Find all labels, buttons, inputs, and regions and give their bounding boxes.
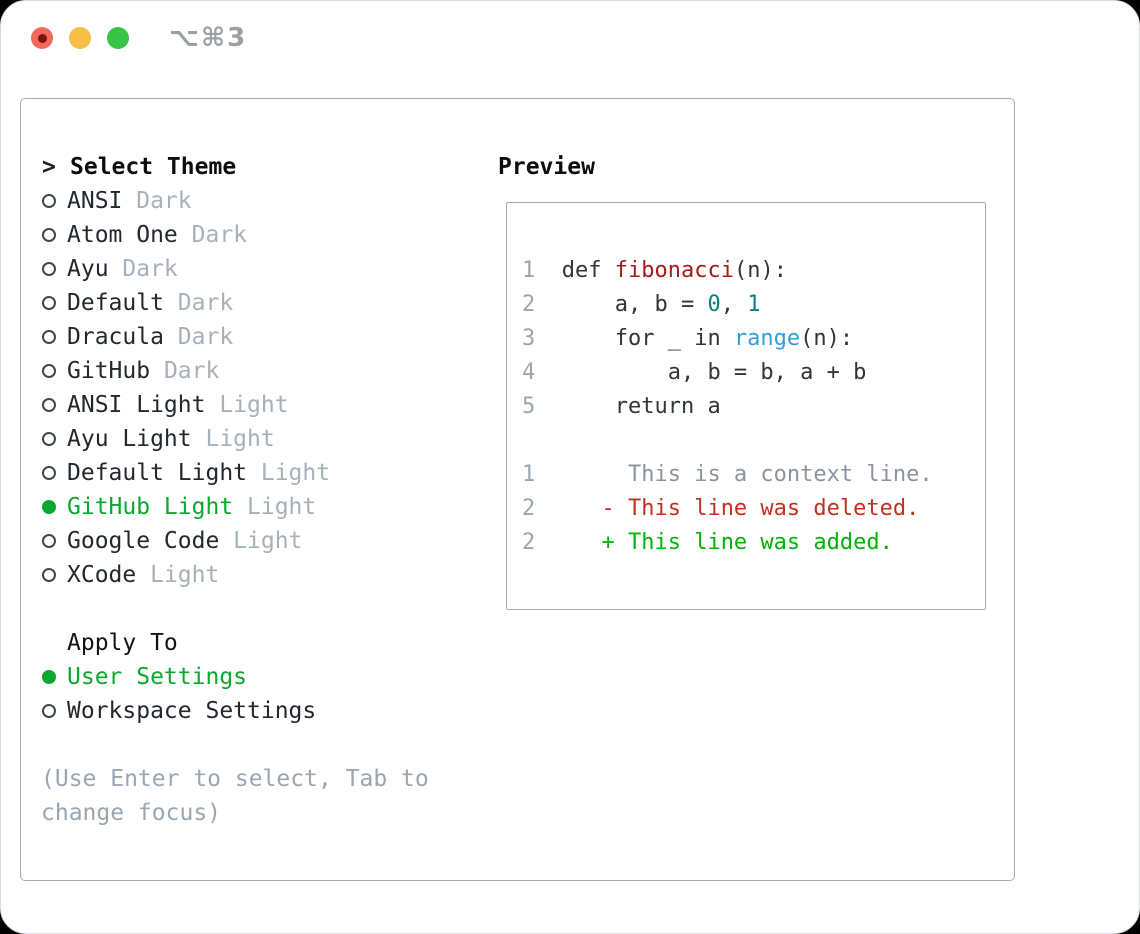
theme-variant: Light: [136, 562, 220, 588]
window-title: ⌥⌘3: [169, 23, 248, 53]
recording-dot-icon: [37, 33, 47, 43]
theme-variant: Light: [219, 528, 303, 554]
theme-variant: Dark: [122, 188, 192, 214]
radio-icon: [39, 364, 67, 378]
apply-option-label: User Settings: [67, 664, 248, 690]
radio-icon: [39, 262, 67, 276]
theme-name: ANSI Light: [67, 392, 206, 418]
radio-icon: [39, 534, 67, 548]
theme-variant: Dark: [163, 290, 234, 316]
theme-list-header: > Select Theme: [39, 150, 330, 184]
code-preview: 1 def fibonacci(n): 2 a, b = 0, 1 3 for _ …: [507, 203, 985, 560]
apply-option[interactable]: User Settings: [39, 660, 316, 694]
code-line: 1 This is a context line.: [522, 462, 933, 487]
theme-variant: Light: [233, 494, 317, 520]
theme-name: Default: [67, 290, 164, 316]
theme-name: Dracula: [67, 324, 164, 350]
apply-option[interactable]: Workspace Settings: [39, 694, 316, 728]
theme-name: GitHub: [67, 358, 151, 384]
theme-variant: Dark: [163, 324, 234, 350]
theme-name: XCode: [67, 562, 137, 588]
code-line: 5 return a: [522, 394, 721, 419]
code-line: [522, 424, 985, 458]
code-line: 3 for _ in range(n):: [522, 326, 854, 351]
close-button[interactable]: [31, 27, 53, 49]
theme-name: Atom One: [67, 222, 178, 248]
theme-option[interactable]: Ayu Light Light: [39, 422, 330, 456]
maximize-button[interactable]: [107, 27, 129, 49]
theme-list-title: Select Theme: [70, 154, 237, 180]
code-line: 1 def fibonacci(n):: [522, 258, 787, 283]
radio-icon: [39, 704, 67, 718]
code-line: 2 + This line was added.: [522, 530, 893, 555]
traffic-lights: [31, 27, 129, 49]
theme-option[interactable]: ANSI Dark: [39, 184, 330, 218]
theme-variant: Dark: [150, 358, 220, 384]
code-line: 4 a, b = b, a + b: [522, 360, 867, 385]
theme-name: ANSI: [67, 188, 123, 214]
radio-icon: [39, 228, 67, 242]
theme-name: GitHub Light: [67, 494, 234, 520]
apply-to-header: Apply To: [39, 626, 316, 660]
radio-icon: [39, 296, 67, 310]
radio-icon: [39, 194, 67, 208]
preview-box: 1 def fibonacci(n): 2 a, b = 0, 1 3 for _ …: [506, 202, 986, 610]
minimize-button[interactable]: [69, 27, 91, 49]
radio-icon: [39, 330, 67, 344]
theme-option[interactable]: XCode Light: [39, 558, 330, 592]
radio-icon: [39, 432, 67, 446]
theme-option[interactable]: Default Light Light: [39, 456, 330, 490]
apply-to-title: Apply To: [67, 630, 178, 656]
hint-text: (Use Enter to select, Tab to change focu…: [41, 766, 429, 826]
theme-variant: Dark: [177, 222, 248, 248]
theme-option[interactable]: GitHub Light Light: [39, 490, 330, 524]
code-line: 2 - This line was deleted.: [522, 496, 920, 521]
radio-icon: [39, 500, 67, 514]
theme-variant: Light: [247, 460, 331, 486]
preview-title: Preview: [498, 154, 595, 180]
theme-option[interactable]: Atom One Dark: [39, 218, 330, 252]
theme-variant: Light: [191, 426, 275, 452]
radio-icon: [39, 398, 67, 412]
theme-name: Default Light: [67, 460, 248, 486]
theme-name: Google Code: [67, 528, 220, 554]
radio-icon: [39, 670, 67, 684]
theme-name: Ayu: [67, 256, 109, 282]
radio-icon: [39, 466, 67, 480]
apply-option-label: Workspace Settings: [67, 698, 317, 724]
code-line: 2 a, b = 0, 1: [522, 292, 761, 317]
theme-option[interactable]: GitHub Dark: [39, 354, 330, 388]
theme-option[interactable]: Dracula Dark: [39, 320, 330, 354]
theme-option[interactable]: Default Dark: [39, 286, 330, 320]
theme-option[interactable]: Ayu Dark: [39, 252, 330, 286]
radio-icon: [39, 568, 67, 582]
theme-name: Ayu Light: [67, 426, 192, 452]
titlebar: ⌥⌘3: [1, 1, 1139, 76]
theme-option[interactable]: ANSI Light Light: [39, 388, 330, 422]
theme-variant: Dark: [108, 256, 178, 282]
theme-option[interactable]: Google Code Light: [39, 524, 330, 558]
prompt-icon: >: [42, 154, 56, 180]
theme-variant: Light: [205, 392, 289, 418]
